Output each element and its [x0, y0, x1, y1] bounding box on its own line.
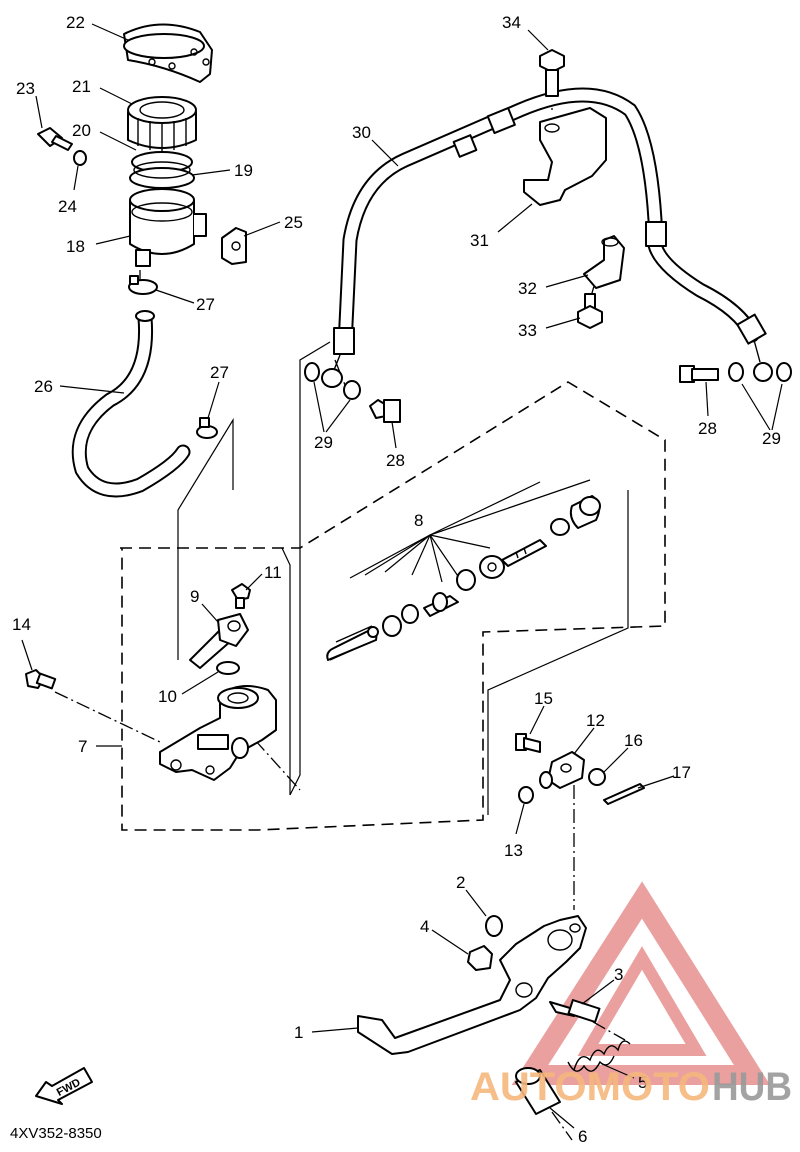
callout-18: 18 [66, 237, 85, 256]
bolt-34 [539, 49, 565, 97]
callout-19: 19 [234, 161, 253, 180]
automotohub-watermark: AUTOMOTO HUB [470, 1065, 792, 1109]
bolt-3 [549, 999, 601, 1023]
callout-20: 20 [72, 121, 91, 140]
cap-nut-4 [467, 945, 493, 971]
callout-21: 21 [72, 77, 91, 96]
nut-13 [518, 786, 534, 804]
callout-23: 23 [16, 79, 35, 98]
bolt-23 [37, 127, 73, 151]
hose-clamp-lower [196, 417, 218, 439]
copper-washer-a [304, 362, 320, 382]
brake-hose [321, 87, 773, 388]
return-spring-5 [567, 1040, 631, 1072]
assembly-outline [120, 381, 666, 831]
callout-27-upper: 27 [196, 295, 215, 314]
copper-washer-b [343, 380, 361, 400]
callout-5: 5 [638, 1073, 647, 1092]
union-bolt-left [369, 399, 401, 423]
callout-10: 10 [158, 687, 177, 706]
master-cylinder-body [159, 685, 277, 781]
callout-27-lower: 27 [210, 363, 229, 382]
callout-13: 13 [504, 841, 523, 860]
reservoir-diaphragm [129, 151, 195, 189]
callout-12: 12 [586, 711, 605, 730]
callout-3: 3 [614, 965, 623, 984]
callout-31: 31 [470, 231, 489, 250]
watermark-automoto: AUTOMOTO [470, 1065, 710, 1109]
callout-26: 26 [34, 377, 53, 396]
callout-29-right: 29 [762, 429, 781, 448]
reservoir-bracket [221, 227, 247, 265]
callout-25: 25 [284, 213, 303, 232]
callout-28-left: 28 [386, 451, 405, 470]
callout-17: 17 [672, 763, 691, 782]
copper-washer-c [728, 362, 744, 382]
callout-4: 4 [420, 917, 429, 936]
diagram-code: 4XV352-8350 [10, 1125, 102, 1142]
callout-1: 1 [294, 1023, 303, 1042]
callout-labels: 22 34 23 21 20 19 30 24 25 18 31 32 27 3… [12, 13, 781, 1146]
callout-11: 11 [264, 563, 282, 582]
screw-11 [231, 583, 251, 609]
fwd-label: FWD [55, 1076, 83, 1098]
watermark-hub: HUB [712, 1065, 792, 1109]
callout-30: 30 [352, 123, 371, 142]
callout-8: 8 [414, 511, 423, 530]
callout-14: 14 [12, 615, 31, 634]
reservoir-cover-clamp [123, 23, 213, 83]
callout-leaders [21, 23, 783, 1129]
brake-rod-clevis [539, 751, 585, 789]
washer-2 [485, 915, 503, 937]
bolt-33 [577, 293, 603, 329]
master-cylinder-kit [326, 495, 601, 661]
callout-2: 2 [456, 873, 465, 892]
reservoir-cap [127, 96, 197, 152]
callout-7: 7 [78, 737, 87, 756]
callout-24: 24 [58, 197, 77, 216]
union-bolt-right [679, 365, 719, 383]
bolt-14 [25, 669, 57, 690]
callout-28-right: 28 [698, 419, 717, 438]
hose-clamp-upper [128, 275, 158, 295]
automotohub-logo [511, 881, 771, 1085]
brake-pedal [357, 915, 587, 1055]
washer-24 [73, 150, 87, 166]
callout-15: 15 [534, 689, 553, 708]
hose-guide [523, 107, 607, 206]
washer-16 [588, 768, 606, 786]
clevis-pin-15 [515, 733, 541, 753]
callout-29-left: 29 [314, 433, 333, 452]
callout-6: 6 [578, 1127, 587, 1146]
fwd-arrow-icon: FWD [35, 1067, 93, 1105]
cotter-pin-17 [603, 783, 645, 805]
reservoir-hose [71, 310, 191, 498]
callout-33: 33 [518, 321, 537, 340]
callout-34: 34 [502, 13, 521, 32]
callout-16: 16 [624, 731, 643, 750]
hose-clamp-32 [583, 235, 625, 289]
o-ring-10 [216, 661, 240, 675]
reservoir-tank [129, 188, 207, 267]
copper-washer-d [776, 362, 792, 382]
callout-9: 9 [190, 587, 199, 606]
collar-6 [515, 1067, 561, 1115]
callout-22: 22 [66, 13, 85, 32]
hose-joint [189, 613, 249, 669]
callout-32: 32 [518, 279, 537, 298]
